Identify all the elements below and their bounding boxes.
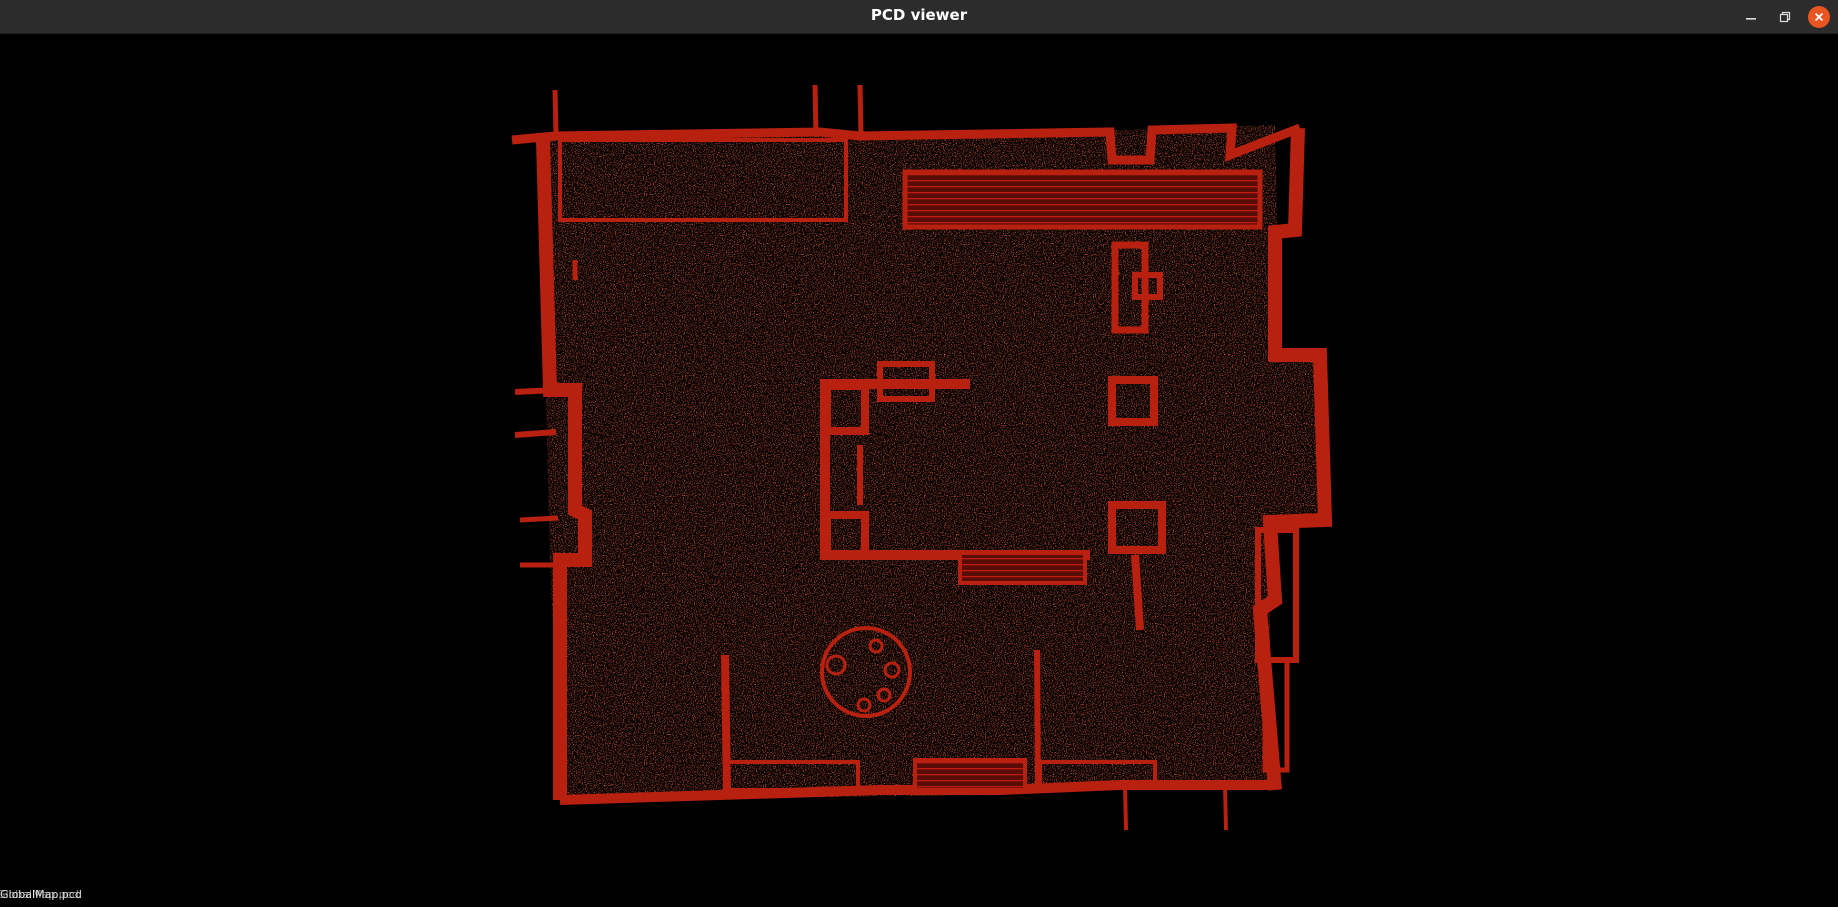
south-post-right xyxy=(1223,784,1228,831)
north-post-left xyxy=(552,89,559,136)
restore-icon xyxy=(1779,11,1791,23)
south-post-left xyxy=(1123,784,1128,831)
point-cloud-viewport[interactable]: GlobalMap.pcd GlobalMap.pcd xyxy=(0,34,1838,903)
south-shelf-left xyxy=(726,760,860,792)
east-wall-block-2 xyxy=(1262,657,1290,773)
north-shelf-left xyxy=(558,138,848,222)
west-ledge-lower xyxy=(514,429,557,438)
center-room-wall xyxy=(820,379,1090,560)
center-room-column-nw xyxy=(823,382,869,435)
close-button[interactable] xyxy=(1808,6,1830,28)
center-room-column-sw xyxy=(823,511,869,559)
north-post-mid xyxy=(812,84,819,136)
east-column-lower xyxy=(1108,501,1166,554)
close-icon xyxy=(1814,12,1824,22)
west-ledge-upper xyxy=(514,387,557,395)
center-room-shelf-top xyxy=(877,361,935,402)
north-post-right xyxy=(857,84,864,136)
chair-5 xyxy=(856,697,872,713)
cloud-label: GlobalMap.pcd GlobalMap.pcd xyxy=(0,888,82,901)
east-column-upper xyxy=(1108,376,1158,426)
east-cabinet xyxy=(1111,241,1149,334)
north-shelf-right xyxy=(902,169,1263,230)
minimize-icon xyxy=(1746,18,1756,20)
chair-3 xyxy=(883,661,901,679)
cloud-label-primary: GlobalMap.pcd xyxy=(0,888,82,901)
east-post xyxy=(1131,554,1144,631)
window-titlebar[interactable]: PCD viewer xyxy=(0,0,1838,34)
minimize-button[interactable] xyxy=(1740,6,1762,28)
chair-2 xyxy=(868,638,884,654)
east-wall xyxy=(1252,127,1333,791)
north-wall xyxy=(511,123,1302,165)
east-cabinet-arm xyxy=(1132,272,1163,300)
round-table xyxy=(820,626,912,718)
floor-points xyxy=(540,125,1320,800)
south-shelf-right xyxy=(1038,760,1157,790)
window-title: PCD viewer xyxy=(870,6,968,24)
chair-1 xyxy=(825,654,847,676)
point-cloud-map xyxy=(511,84,1333,831)
chair-4 xyxy=(876,687,892,703)
west-ledge-south xyxy=(519,515,559,523)
south-stair-block xyxy=(913,758,1027,792)
center-room-shelf-bottom xyxy=(958,551,1087,585)
south-partition-right xyxy=(1034,649,1041,791)
cloud-label-secondary: GlobalMap.pcd xyxy=(0,888,79,901)
restore-button[interactable] xyxy=(1774,6,1796,28)
